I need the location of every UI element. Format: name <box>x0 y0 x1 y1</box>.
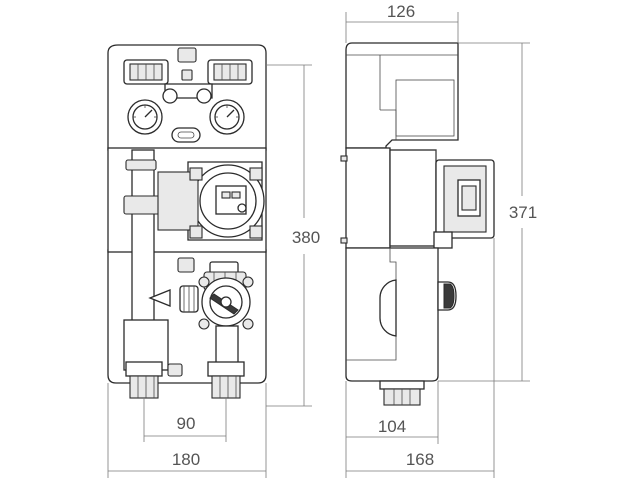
thermometer-left <box>127 99 163 135</box>
lower-bracket-slot <box>177 257 195 273</box>
left-pipe-clamp <box>123 195 163 215</box>
dimension-380: 380 <box>266 64 320 407</box>
dimension-371-label: 371 <box>509 203 537 222</box>
dimension-104-label: 104 <box>378 417 406 436</box>
top-valve-knob-right <box>196 88 212 104</box>
side-pump-motor <box>435 159 495 239</box>
dimension-126: 126 <box>345 2 459 43</box>
top-fittings <box>123 59 253 104</box>
left-pipe-clamp-2 <box>125 159 157 171</box>
bottom-ports <box>125 361 245 399</box>
dimension-371: 371 <box>438 42 537 382</box>
side-middle-body <box>345 147 391 249</box>
circulation-pump <box>157 161 265 241</box>
side-housing-top <box>345 42 459 149</box>
dimension-90-label: 90 <box>177 414 196 433</box>
side-bottom-port <box>379 380 425 406</box>
check-valve <box>148 285 199 313</box>
dimension-126-label: 126 <box>387 2 415 21</box>
dimension-180: 180 <box>107 383 267 478</box>
ball-valve <box>198 276 254 330</box>
side-view <box>340 42 495 406</box>
dimension-168-label: 168 <box>406 450 434 469</box>
top-mount-slot-2 <box>181 69 193 81</box>
top-valve-knob-left <box>162 88 178 104</box>
side-pump-body <box>389 149 437 247</box>
center-handle-slot <box>171 127 201 143</box>
dimension-380-label: 380 <box>292 228 320 247</box>
top-mount-slot <box>177 47 197 63</box>
dimension-168: 168 <box>345 238 495 478</box>
dimension-90: 90 <box>143 398 227 442</box>
front-view <box>107 44 267 399</box>
dimension-180-label: 180 <box>172 450 200 469</box>
side-pump-foot <box>433 231 453 249</box>
side-top-panel <box>395 79 455 137</box>
left-riser-pipe <box>131 149 155 331</box>
dimension-104: 104 <box>345 381 439 444</box>
side-valve-arc <box>379 279 397 337</box>
thermometer-right <box>209 99 245 135</box>
side-lower-step <box>346 248 397 361</box>
center-handle-inner <box>177 131 195 139</box>
